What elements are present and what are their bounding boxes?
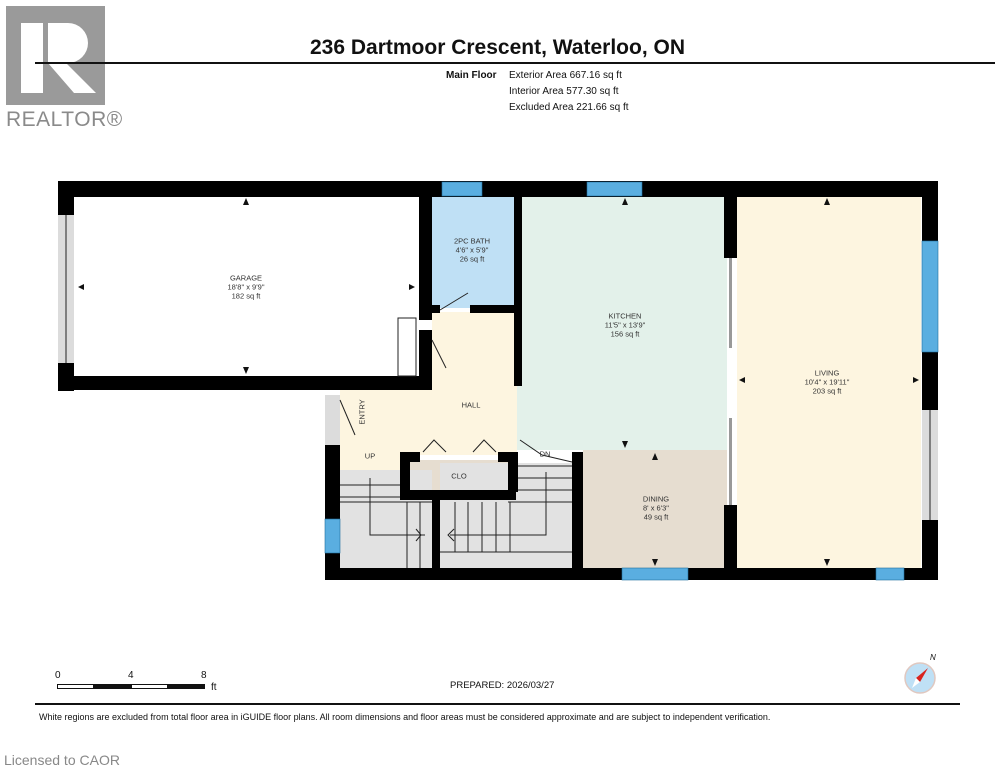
compass-icon: [902, 660, 938, 701]
floor-label: Main Floor: [446, 70, 497, 81]
interior-area: Interior Area 577.30 sq ft: [509, 86, 619, 97]
realtor-wordmark: REALTOR®: [6, 108, 123, 131]
hall-fill: [340, 312, 517, 455]
exterior-area: Exterior Area 667.16 sq ft: [509, 70, 622, 81]
dining-fill: [583, 450, 727, 568]
excluded-area: Excluded Area 221.66 sq ft: [509, 102, 629, 113]
page-title: 236 Dartmoor Crescent, Waterloo, ON: [310, 36, 685, 59]
scale-tick-8: 8: [201, 670, 207, 681]
realtor-r-icon: [21, 23, 96, 93]
scale-tick-0: 0: [55, 670, 61, 681]
header-divider: [35, 62, 995, 64]
disclaimer: White regions are excluded from total fl…: [39, 712, 771, 722]
garage-fill: [74, 196, 419, 376]
scale-tick-4: 4: [128, 670, 134, 681]
scale-bar: [57, 684, 205, 689]
living-fill: [737, 196, 921, 568]
scale-unit: ft: [211, 682, 217, 693]
north-wall: [58, 181, 938, 197]
entry-label: ENTRY: [357, 399, 367, 425]
prepared-date: PREPARED: 2026/03/27: [450, 680, 555, 691]
room-garage: GARAGE 18'8" x 9'9" 182 sq ft: [227, 273, 265, 301]
stairs-up: [340, 470, 432, 568]
license-text: Licensed to CAOR: [4, 752, 120, 768]
compass-north-label: N: [930, 653, 936, 662]
kitchen-fill: [517, 196, 727, 450]
realtor-logo: [6, 6, 105, 105]
room-closet: CLO: [451, 471, 467, 481]
room-2pc-bath: 2PC BATH 4'6" x 5'9" 26 sq ft: [453, 236, 491, 264]
bath-fill: [432, 196, 514, 308]
room-living: LIVING 10'4" x 19'11" 203 sq ft: [804, 368, 850, 396]
room-kitchen: KITCHEN 11'5" x 13'9" 156 sq ft: [604, 311, 646, 339]
room-dining: DINING 8' x 6'3" 49 sq ft: [642, 494, 670, 522]
room-hall: HALL: [461, 400, 481, 410]
stairs-down-label: DN: [539, 449, 551, 459]
stairs-down: [440, 463, 572, 568]
stairs-up-label: UP: [364, 451, 376, 461]
footer-divider: [35, 703, 960, 705]
